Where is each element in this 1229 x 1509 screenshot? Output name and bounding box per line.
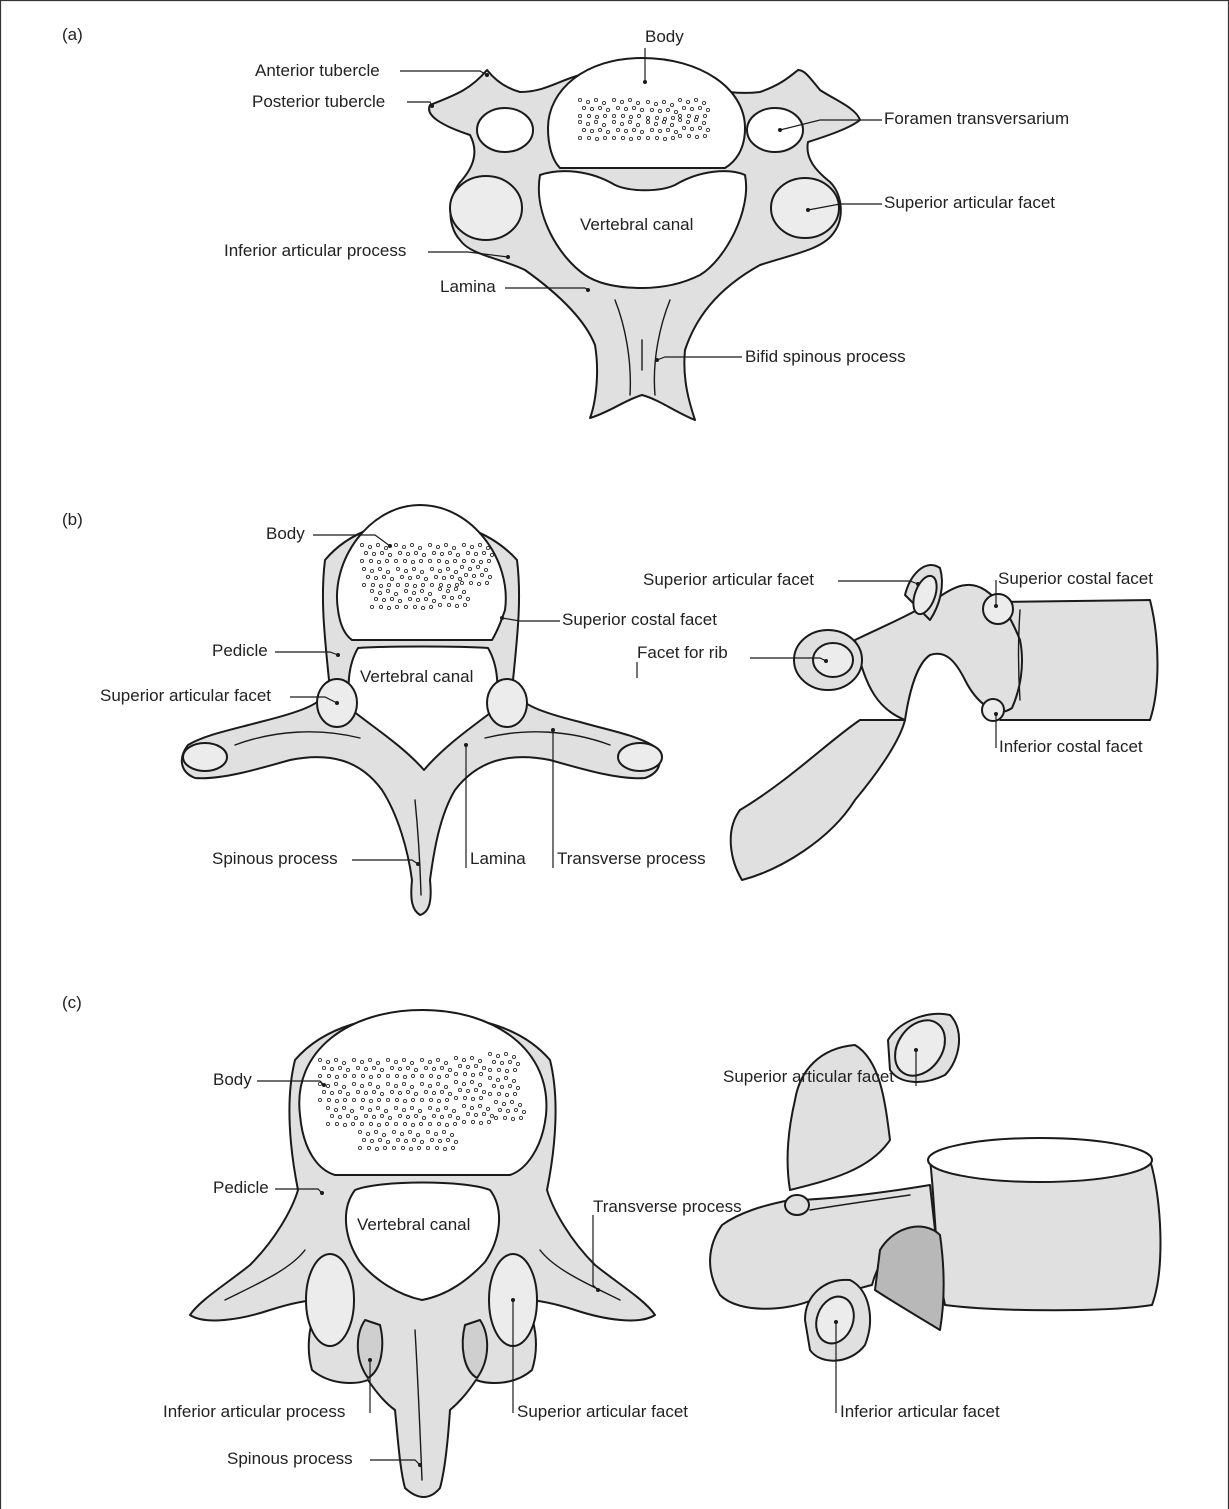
dot-c-body [322, 1083, 326, 1087]
label-b-lateral-superior-articular-facet: Superior articular facet [643, 570, 814, 589]
dot-a-anterior-tubercle [485, 73, 489, 77]
lumbar-left-facet [306, 1254, 354, 1346]
thoracic-right-sup-facet [487, 679, 527, 727]
dot-b-lat-sup-facet [916, 582, 920, 586]
thoracic-right-tp-facet [618, 743, 662, 771]
label-b-transverse-process: Transverse process [557, 849, 706, 868]
panel-c-label: (c) [62, 993, 82, 1012]
label-a-superior-articular-facet: Superior articular facet [884, 193, 1055, 212]
dot-b-lamina [464, 743, 468, 747]
label-a-bifid-spinous-process: Bifid spinous process [745, 347, 906, 366]
lumbar-lateral-tp [785, 1195, 809, 1215]
label-a-posterior-tubercle: Posterior tubercle [252, 92, 385, 111]
label-b-vertebral-canal: Vertebral canal [360, 667, 473, 686]
label-a-anterior-tubercle: Anterior tubercle [255, 61, 380, 80]
dot-b-spinous [416, 862, 420, 866]
dot-b-transverse [551, 728, 555, 732]
left-articular-facet [450, 176, 522, 240]
lumbar-body [299, 1010, 546, 1175]
dot-b-lat-sup-costal [994, 604, 998, 608]
left-foramen-transversarium [477, 108, 533, 152]
lumbar-superior-view [190, 1010, 655, 1497]
thoracic-body [337, 505, 506, 640]
label-c-body: Body [213, 1070, 252, 1089]
dot-a-inf-articular [506, 255, 510, 259]
thoracic-lateral-sup-costal [983, 594, 1013, 624]
label-c-lateral-inferior-articular-facet: Inferior articular facet [840, 1402, 1000, 1421]
label-c-superior-articular-facet: Superior articular facet [517, 1402, 688, 1421]
thoracic-lateral-inf-costal [982, 699, 1004, 721]
dot-c-transverse [596, 1288, 600, 1292]
label-c-spinous-process: Spinous process [227, 1449, 353, 1468]
dot-a-body [643, 80, 647, 84]
dot-c-inf-articular [368, 1358, 372, 1362]
dot-a-lamina [586, 288, 590, 292]
label-c-pedicle: Pedicle [213, 1178, 269, 1197]
leader-b-lat-sup-facet [838, 581, 918, 584]
dot-b-sup-facet [335, 701, 339, 705]
lumbar-lateral-body-top [928, 1138, 1152, 1182]
thoracic-lateral-view [731, 565, 1158, 880]
label-b-superior-costal-facet: Superior costal facet [562, 610, 717, 629]
dot-c-lat-inf-facet [834, 1320, 838, 1324]
label-b-body: Body [266, 524, 305, 543]
label-b-lamina: Lamina [470, 849, 526, 868]
leader-a-posterior-tubercle [407, 102, 432, 106]
label-b-pedicle: Pedicle [212, 641, 268, 660]
lumbar-lateral-notch [875, 1227, 944, 1330]
label-b-inferior-costal-facet: Inferior costal facet [999, 737, 1143, 756]
lumbar-lateral-view [710, 1011, 1160, 1361]
label-a-inferior-articular-process: Inferior articular process [224, 241, 406, 260]
label-a-foramen-transversarium: Foramen transversarium [884, 109, 1069, 128]
label-b-lateral-superior-costal-facet: Superior costal facet [998, 569, 1153, 588]
dot-b-pedicle [336, 653, 340, 657]
panel-a-label: (a) [62, 25, 83, 44]
label-c-lateral-superior-articular-facet: Superior articular facet [723, 1067, 894, 1086]
dot-a-posterior-tubercle [430, 104, 434, 108]
dot-b-body [388, 544, 392, 548]
panel-b-label: (b) [62, 510, 83, 529]
label-c-inferior-articular-process: Inferior articular process [163, 1402, 345, 1421]
label-c-transverse-process: Transverse process [593, 1197, 742, 1216]
leader-a-anterior-tubercle [400, 71, 487, 75]
dot-a-bifid [655, 358, 659, 362]
dot-a-foramen [778, 128, 782, 132]
label-b-spinous-process: Spinous process [212, 849, 338, 868]
label-a-lamina: Lamina [440, 277, 496, 296]
label-b-superior-articular-facet: Superior articular facet [100, 686, 271, 705]
dot-a-sup-facet [806, 208, 810, 212]
label-a-body: Body [645, 27, 684, 46]
thoracic-lateral-rib-facet [813, 643, 853, 677]
dot-b-inf-costal [994, 712, 998, 716]
thoracic-left-tp-facet [183, 743, 227, 771]
cervical-body [548, 58, 745, 168]
dot-c-spinous [418, 1463, 422, 1467]
label-b-facet-for-rib: Facet for rib [637, 643, 728, 662]
right-articular-facet [771, 178, 839, 238]
right-foramen-transversarium [747, 108, 803, 152]
thoracic-lateral-spinous-process [731, 720, 905, 880]
label-c-vertebral-canal: Vertebral canal [357, 1215, 470, 1234]
dot-b-rib-facet [824, 659, 828, 663]
label-a-vertebral-canal: Vertebral canal [580, 215, 693, 234]
dot-c-sup-facet [511, 1298, 515, 1302]
dot-c-pedicle [320, 1191, 324, 1195]
dot-c-lat-sup-facet [914, 1048, 918, 1052]
dot-b-sup-costal [500, 616, 504, 620]
